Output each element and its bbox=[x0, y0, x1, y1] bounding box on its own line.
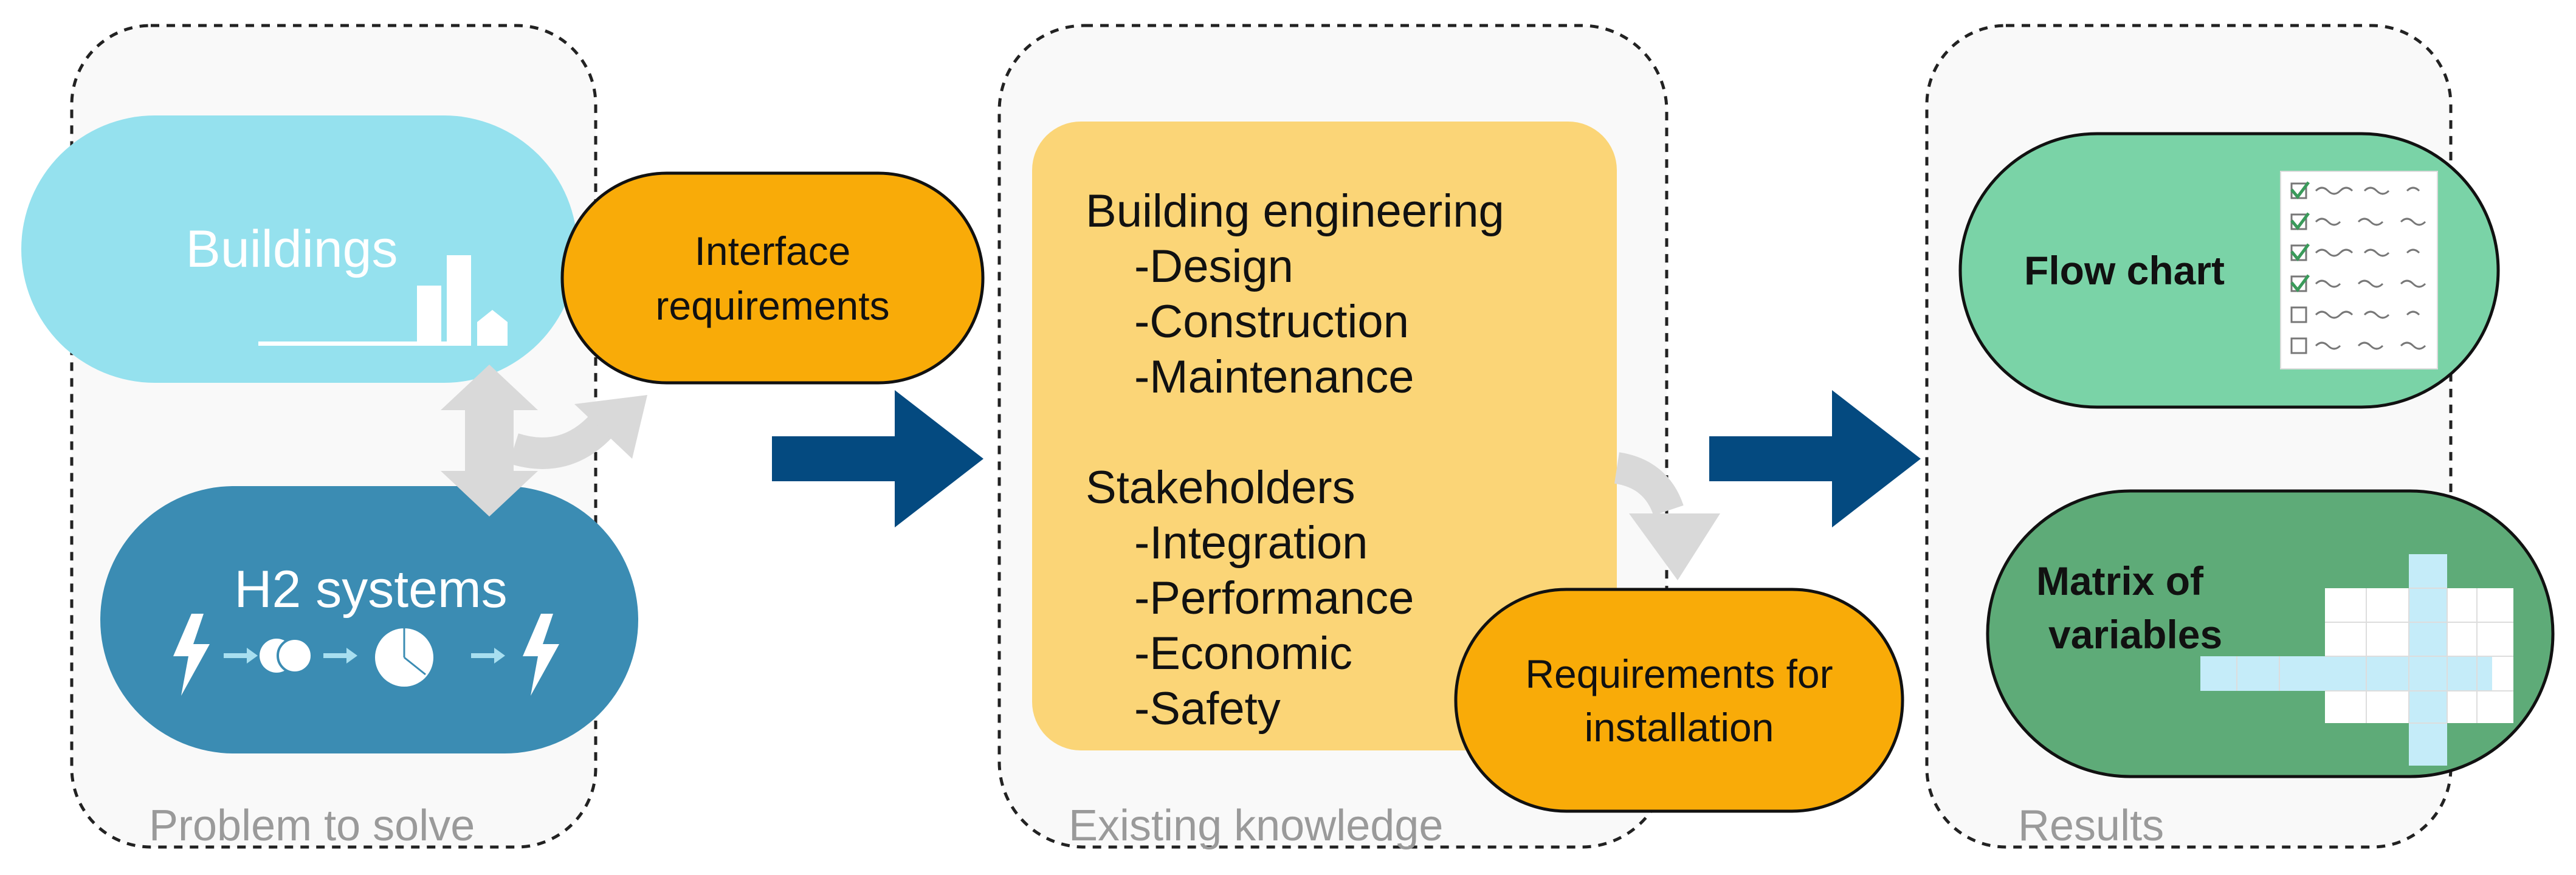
requirements-line-2: installation bbox=[1584, 704, 1774, 750]
lightning-icon bbox=[173, 614, 559, 696]
interface-line-2: requirements bbox=[655, 283, 890, 328]
grey-curve-arrow-interface bbox=[509, 414, 614, 469]
grey-curve-arrow-requirements-head bbox=[1629, 513, 1720, 580]
stakeholders-heading: Stakeholders bbox=[1086, 462, 1355, 513]
knowledge-item-performance: -Performance bbox=[1134, 572, 1414, 624]
matrix-grid-icon bbox=[2200, 554, 2513, 766]
caption-problem: Problem to solve bbox=[149, 801, 475, 850]
requirements-installation-label: Requirements for installation bbox=[1456, 589, 1903, 811]
buildings-label: Buildings bbox=[185, 219, 398, 278]
checklist-icon bbox=[2280, 171, 2438, 369]
arrow-knowledge-to-results bbox=[1709, 390, 1921, 527]
h2-systems-label: H2 systems bbox=[234, 560, 508, 619]
grey-double-arrow bbox=[441, 365, 538, 516]
knowledge-item-economic: -Economic bbox=[1134, 628, 1352, 679]
grey-curve-arrow-requirements bbox=[1614, 452, 1684, 516]
fuel-cell-icon bbox=[260, 637, 313, 674]
interface-requirements-node bbox=[560, 171, 985, 385]
arrow-problem-to-knowledge bbox=[772, 390, 983, 527]
knowledge-item-design: -Design bbox=[1134, 241, 1293, 292]
grey-curve-arrow-interface-head bbox=[574, 395, 647, 459]
matrix-label: Matrix of variables bbox=[2036, 547, 2292, 668]
knowledge-item-maintenance: -Maintenance bbox=[1134, 351, 1414, 403]
knowledge-item-integration: -Integration bbox=[1134, 517, 1368, 569]
matrix-line-1: Matrix of bbox=[2036, 558, 2204, 603]
knowledge-spacer bbox=[1086, 405, 1504, 460]
requirements-installation-node bbox=[1454, 588, 1904, 813]
flow-chart-label: Flow chart bbox=[2024, 248, 2225, 293]
h2-systems-node bbox=[100, 486, 638, 753]
matrix-line-2: variables bbox=[2048, 612, 2223, 657]
requirements-line-1: Requirements for bbox=[1525, 651, 1833, 696]
interface-line-1: Interface bbox=[694, 228, 851, 273]
pie-chart-icon bbox=[375, 628, 433, 687]
flow-arrows-icon bbox=[224, 648, 505, 664]
knowledge-box bbox=[1032, 122, 1617, 750]
caption-results: Results bbox=[2018, 801, 2164, 850]
bar-chart-icon bbox=[258, 255, 508, 346]
knowledge-item-safety: -Safety bbox=[1134, 683, 1281, 735]
building-engineering-heading: Building engineering bbox=[1086, 185, 1504, 237]
knowledge-list: Building engineering -Design -Constructi… bbox=[1086, 184, 1504, 736]
interface-requirements-label: Interface requirements bbox=[562, 173, 983, 383]
caption-knowledge: Existing knowledge bbox=[1069, 801, 1444, 850]
knowledge-item-construction: -Construction bbox=[1134, 296, 1409, 348]
